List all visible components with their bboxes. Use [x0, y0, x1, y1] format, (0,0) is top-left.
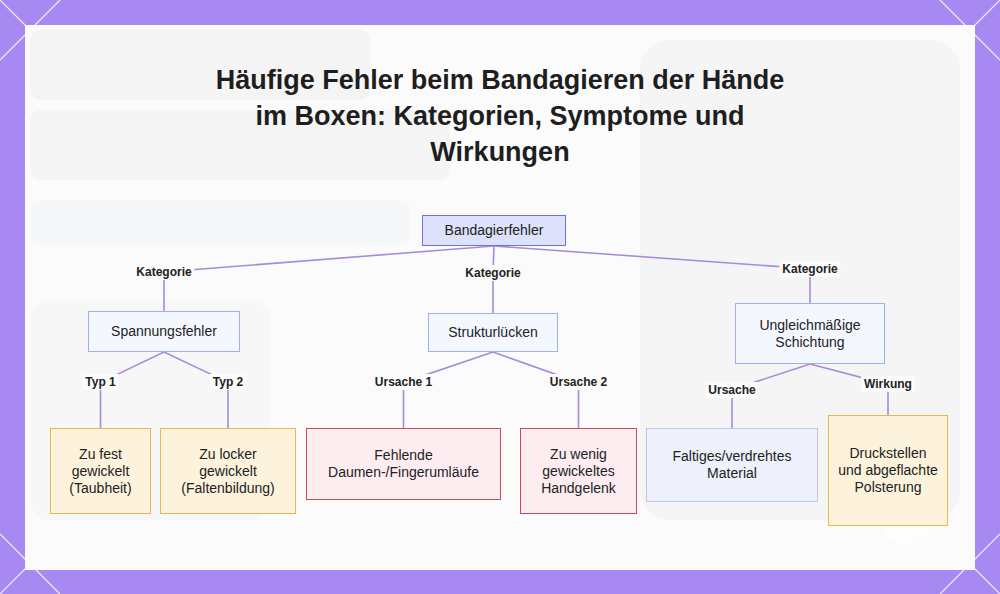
node-text: Faltiges/verdrehtes Material [655, 448, 809, 482]
node-text: Spannungsfehler [111, 323, 217, 340]
cause-box: Fehlende Daumen-/Fingerumläufe [306, 428, 501, 500]
cause-box: Faltiges/verdrehtes Material [646, 428, 818, 502]
category-box: Strukturlücken [428, 313, 558, 352]
edge-label: Typ 1 [82, 374, 118, 390]
inner-panel [25, 25, 975, 570]
category-box: Spannungsfehler [88, 311, 240, 352]
cause-box: Zu wenig gewickeltes Handgelenk [520, 428, 637, 514]
node-text: Fehlende Daumen-/Fingerumläufe [315, 447, 492, 481]
edge-label: Ursache [705, 382, 758, 398]
node-text: Zu locker gewickelt (Faltenbildung) [169, 446, 287, 497]
node-text: Strukturlücken [448, 324, 537, 341]
root-box: Bandagierfehler [422, 215, 566, 246]
symptom-box: Zu locker gewickelt (Faltenbildung) [160, 428, 296, 514]
node-text: Druckstellen und abgeflachte Polsterung [837, 445, 939, 496]
node-text: Zu fest gewickelt (Taubheit) [59, 446, 142, 497]
diagram-title: Häufige Fehler beim Bandagieren der Händ… [210, 62, 790, 170]
edge-label: Ursache 2 [547, 374, 610, 390]
edge-label: Ursache 1 [372, 374, 435, 390]
connector-line [164, 246, 494, 311]
node-text: Ungleichmäßige Schichtung [744, 317, 876, 351]
symptom-box: Zu fest gewickelt (Taubheit) [50, 428, 151, 514]
edge-label: Kategorie [133, 264, 194, 280]
connector-line [494, 246, 810, 303]
category-box: Ungleichmäßige Schichtung [735, 303, 885, 364]
symptom-box: Druckstellen und abgeflachte Polsterung [828, 415, 948, 526]
edge-label: Wirkung [861, 376, 915, 392]
edge-label: Kategorie [462, 265, 523, 281]
node-text: Bandagierfehler [445, 222, 544, 239]
edge-label: Typ 2 [210, 374, 246, 390]
node-text: Zu wenig gewickeltes Handgelenk [529, 446, 628, 497]
edge-label: Kategorie [779, 261, 840, 277]
blurred-backdrop [30, 30, 960, 520]
